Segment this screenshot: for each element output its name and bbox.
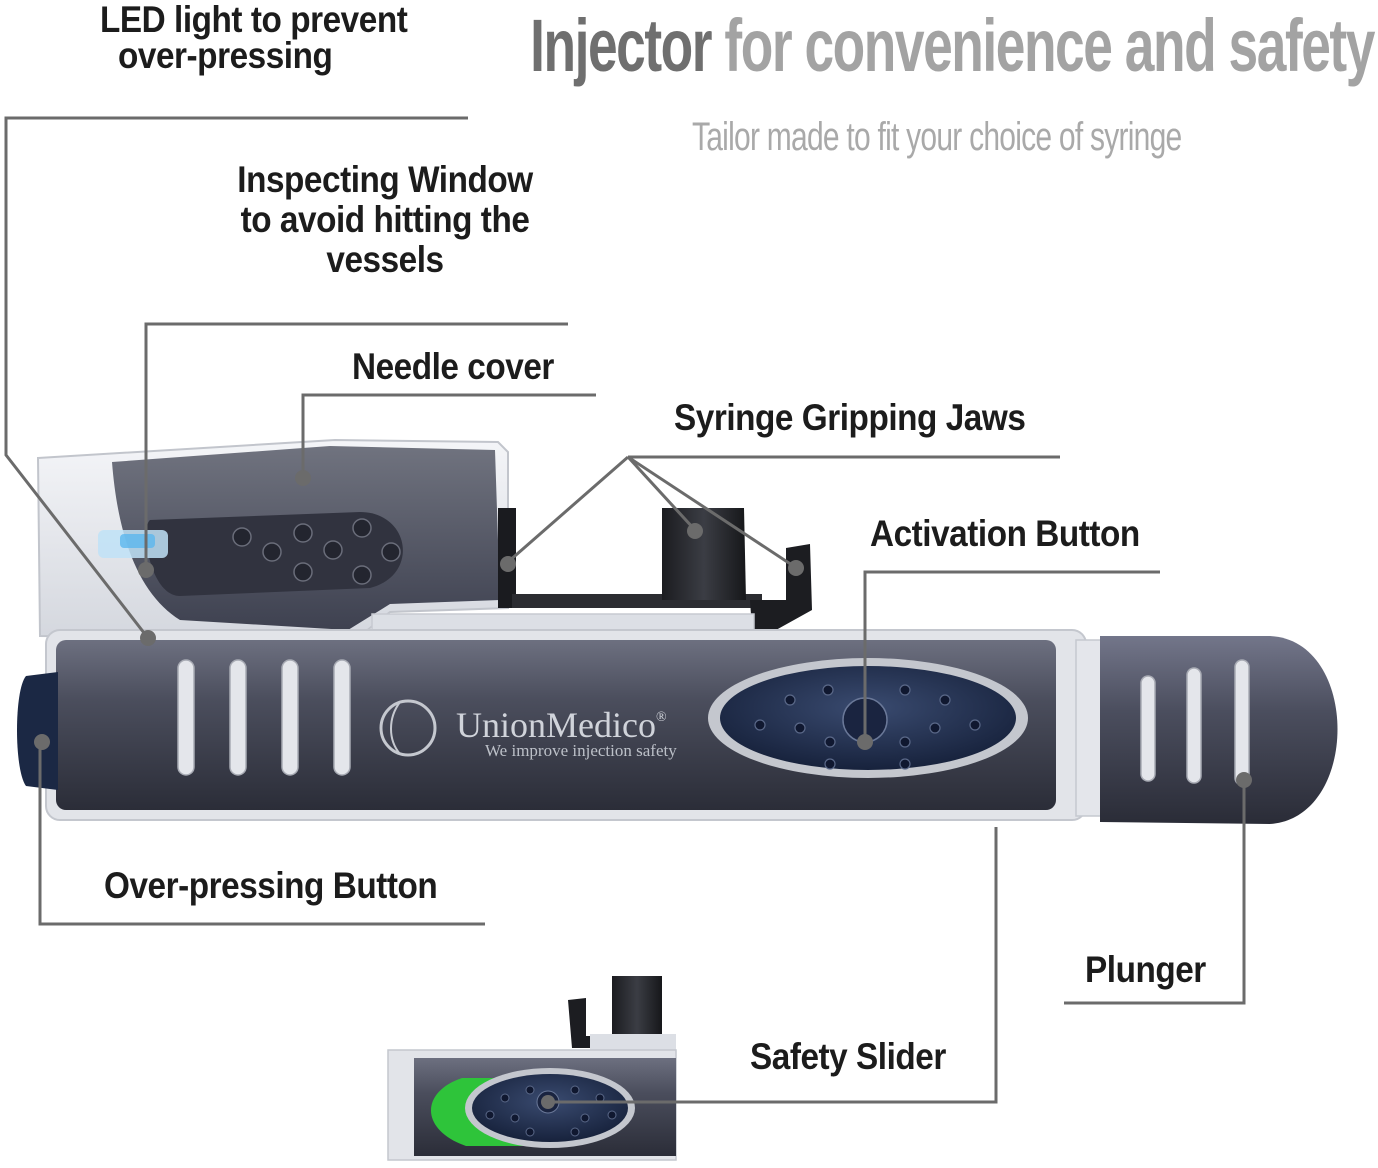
label-led-line-1: LED light to prevent (100, 0, 408, 40)
needle-cover (36, 438, 509, 642)
title-rest: for convenience and safety (711, 4, 1375, 87)
plunger (1075, 636, 1338, 824)
over-pressing-button (17, 672, 58, 790)
label-window-line-3: vessels (326, 239, 444, 280)
label-inspecting-window: Inspecting Window to avoid hitting the v… (228, 160, 543, 280)
label-window-line-1: Inspecting Window (237, 159, 533, 200)
cover-grip-dots (232, 518, 401, 585)
leader-endpoints (34, 470, 1252, 1109)
brand-registered-mark: ® (656, 710, 667, 725)
brand-logo: UnionMedico® We improve injection safety (379, 699, 677, 760)
leader-plunger (1064, 780, 1246, 1005)
syringe-gripping-jaws (498, 508, 812, 630)
label-syringe-gripping-jaws: Syringe Gripping Jaws (674, 397, 1026, 438)
page-subtitle: Tailor made to fit your choice of syring… (692, 115, 1182, 159)
title-strong: Injector (530, 4, 712, 87)
brand-name: UnionMedico® (456, 705, 667, 745)
plunger-grip-slots (1140, 659, 1250, 786)
label-needle-cover: Needle cover (352, 346, 554, 387)
label-activation-button: Activation Button (870, 513, 1140, 554)
activation-button (708, 658, 1028, 778)
label-safety-slider: Safety Slider (750, 1036, 946, 1077)
safety-slider-inset (387, 976, 677, 1161)
brand-tagline: We improve injection safety (485, 741, 677, 760)
leader-window (144, 322, 568, 570)
body-grip-slots (177, 659, 351, 776)
label-window-line-2: to avoid hitting the (240, 199, 530, 240)
page-title: Injector for convenience and safety (530, 4, 1375, 88)
label-led: LED light to prevent over-pressing (100, 0, 408, 76)
leader-lines (4, 116, 1246, 1104)
activation-button-dots (754, 684, 981, 770)
led-light (120, 534, 155, 548)
leader-activation (863, 570, 1160, 742)
label-plunger: Plunger (1085, 949, 1206, 990)
label-over-pressing-button: Over-pressing Button (104, 865, 438, 906)
leader-led (4, 116, 468, 639)
leader-safety-slider (548, 827, 998, 1104)
leader-needle-cover (301, 393, 596, 478)
leader-over-pressing (38, 742, 485, 926)
label-led-line-2: over-pressing (118, 35, 333, 76)
